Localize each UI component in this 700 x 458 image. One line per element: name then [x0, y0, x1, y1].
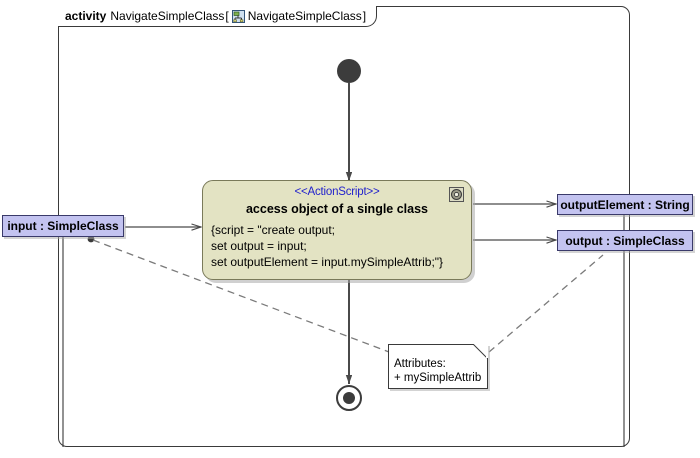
note-line-1: Attributes: — [394, 358, 446, 370]
note-text: Attributes: + mySimpleAttrib — [389, 345, 487, 385]
note-line-2: + mySimpleAttrib — [394, 372, 482, 384]
pin-output-element[interactable]: outputElement : String — [557, 194, 693, 215]
activity-final-node[interactable] — [336, 385, 362, 411]
action-title: access object of a single class — [245, 202, 429, 216]
script-gear-icon — [449, 187, 464, 202]
action-stereotype: <<ActionScript>> — [294, 186, 380, 198]
initial-node[interactable] — [337, 59, 361, 83]
action-node[interactable]: <<ActionScript>> access object of a sing… — [202, 180, 472, 280]
frame-inner-name: NavigateSimpleClass — [247, 9, 362, 23]
pin-input-label: input : SimpleClass — [7, 219, 119, 233]
pin-output-element-label: outputElement : String — [560, 197, 690, 212]
pin-output[interactable]: output : SimpleClass — [557, 230, 693, 251]
pin-input[interactable]: input : SimpleClass — [2, 215, 124, 237]
activity-frame-header[interactable]: activity NavigateSimpleClass [ NavigateS… — [58, 6, 378, 27]
action-script-line: set output = input; — [211, 239, 307, 253]
note-comment[interactable]: Attributes: + mySimpleAttrib — [388, 344, 488, 389]
action-script-line: set outputElement = input.mySimpleAttrib… — [211, 255, 444, 269]
frame-bracket-open: [ — [225, 9, 229, 23]
action-script-body: {script = "create output; set output = i… — [203, 222, 471, 270]
frame-name: NavigateSimpleClass — [110, 9, 225, 23]
action-script-line: {script = "create output; — [211, 223, 335, 237]
pin-output-label: output : SimpleClass — [565, 233, 685, 248]
frame-bracket-close: ] — [362, 9, 367, 23]
frame-keyword: activity — [65, 9, 107, 23]
activity-diagram-icon — [231, 9, 245, 23]
note-fold-icon — [467, 344, 488, 365]
